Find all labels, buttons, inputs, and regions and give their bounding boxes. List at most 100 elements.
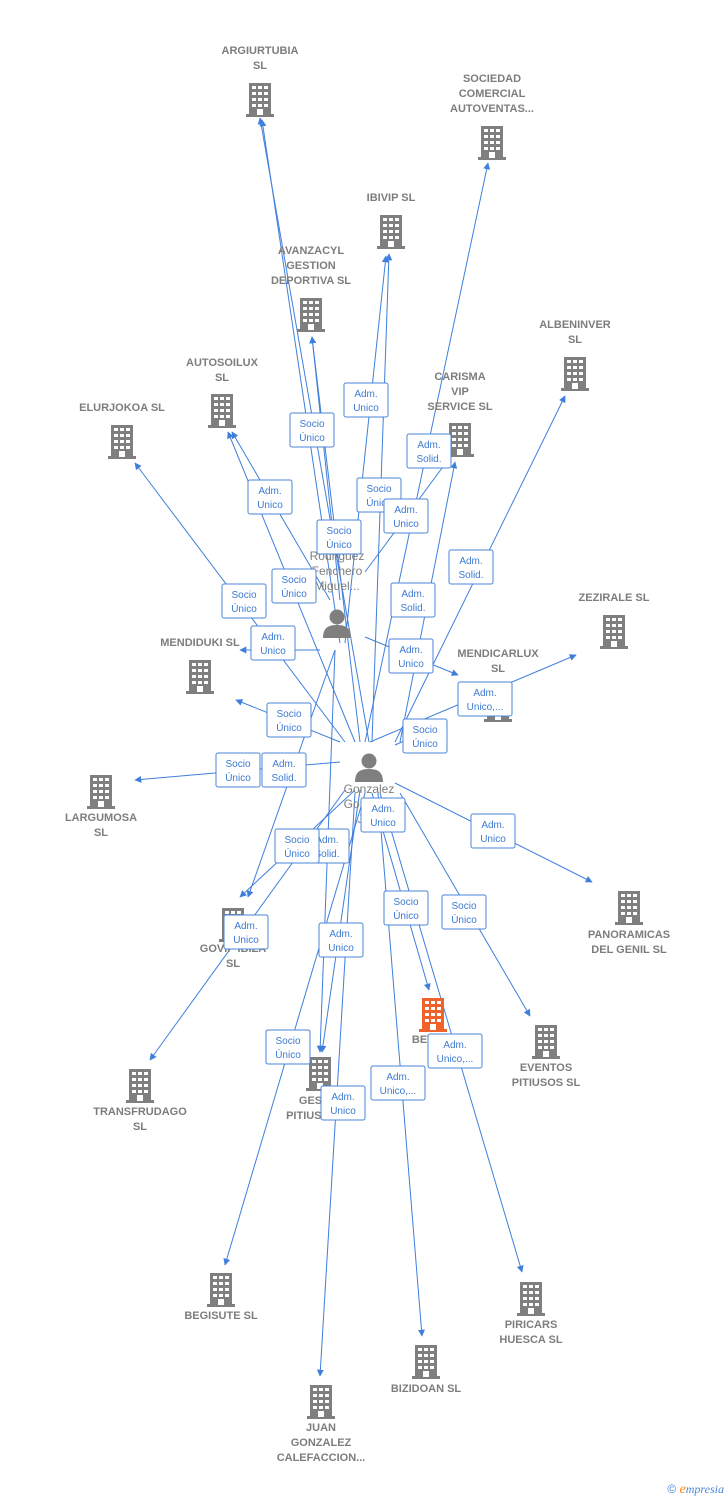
building-icon (517, 1282, 545, 1316)
relation-text: Adm. (401, 589, 424, 600)
building-icon (126, 1069, 154, 1103)
company-name: SOCIEDAD (463, 73, 521, 85)
company-name: EVENTOS (520, 1062, 572, 1074)
brand-name: mpresia (685, 1482, 724, 1496)
company-name: MENDICARLUX (457, 648, 539, 660)
company-name: DEL GENIL SL (591, 944, 667, 956)
relation-text: Socio (276, 709, 301, 720)
relation-text: Solid. (314, 849, 339, 860)
relation-edge (259, 119, 341, 644)
relation-text: Adm. (459, 556, 482, 567)
company-name: VIP (451, 386, 469, 398)
relation-text: Socio (393, 897, 418, 908)
building-icon (208, 394, 236, 428)
relation-text: Unico,... (437, 1054, 474, 1065)
company-name: SL (133, 1121, 147, 1133)
relation-text: Unico (353, 403, 379, 414)
company-name: TRANSFRUDAGO (93, 1106, 187, 1118)
relation-text: Solid. (416, 454, 441, 465)
building-icon (207, 1273, 235, 1307)
company-node-albeninver[interactable]: ALBENINVER SL (539, 319, 611, 391)
relation-text: Único (276, 721, 302, 734)
company-node-transfrudago[interactable]: TRANSFRUDAGO SL (93, 1069, 187, 1133)
building-icon (412, 1345, 440, 1379)
edges-layer (134, 117, 593, 1377)
company-name: SL (568, 334, 582, 346)
company-node-mendiduki[interactable]: MENDIDUKI SL (160, 637, 240, 694)
brand-initial: e (679, 1482, 686, 1497)
relation-text: Único (299, 431, 325, 444)
company-node-zezirale[interactable]: ZEZIRALE SL (579, 592, 650, 649)
company-node-begisute[interactable]: BEGISUTE SL (184, 1273, 258, 1322)
company-node-autosoilux[interactable]: AUTOSOILUX SL (186, 357, 259, 428)
company-node-mendicarlux[interactable]: MENDICARLUX SL (457, 648, 539, 722)
company-node-ibivip[interactable]: IBIVIP SL (367, 192, 416, 249)
person-name: Miguel... (314, 579, 359, 593)
relation-label: Adm. Unico (388, 638, 434, 674)
company-name: SL (226, 958, 240, 970)
company-name: GESTION (286, 260, 336, 272)
relation-edge (379, 792, 524, 1273)
relation-label: Adm.Unico (383, 498, 429, 534)
company-node-juan[interactable]: JUANGONZALEZCALEFACCION... (277, 1385, 366, 1464)
building-icon (108, 425, 136, 459)
building-icon (615, 891, 643, 925)
company-name: AUTOVENTAS... (450, 103, 534, 115)
relation-text: Socio (284, 835, 309, 846)
building-icon (561, 357, 589, 391)
relation-text: Socio (275, 1036, 300, 1047)
relation-text: Unico (328, 943, 354, 954)
building-icon (87, 775, 115, 809)
relation-text: Solid. (400, 603, 425, 614)
relation-text: Adm. (261, 632, 284, 643)
relation-label: Adm.Unico (343, 382, 389, 418)
relation-text: Adm. (443, 1040, 466, 1051)
relation-label: Adm.Unico,... (370, 1065, 426, 1101)
company-node-bizidoan[interactable]: BIZIDOAN SL (391, 1345, 462, 1395)
building-icon (186, 660, 214, 694)
company-name: ZEZIRALE SL (579, 592, 650, 604)
relation-text: Único (412, 737, 438, 750)
company-name: ALBENINVER (539, 319, 611, 331)
relation-text: Adm. (399, 645, 422, 656)
company-name: SL (491, 663, 505, 675)
relation-label: Adm. Solid. (406, 433, 452, 469)
building-icon (419, 998, 447, 1032)
relation-text: Adm. (417, 440, 440, 451)
company-node-elurjokoa[interactable]: ELURJOKOA SL (79, 402, 165, 459)
relation-text: Solid. (271, 773, 296, 784)
company-node-sociedad[interactable]: SOCIEDAD COMERCIAL AUTOVENTAS... (450, 73, 534, 160)
company-name: COMERCIAL (459, 88, 526, 100)
relation-label: Adm. Solid. (448, 549, 494, 585)
relation-text: Único (281, 587, 307, 600)
company-name: ELURJOKOA SL (79, 402, 165, 414)
company-name: SL (215, 372, 229, 384)
relation-text: Socio (231, 590, 256, 601)
company-name: SL (94, 827, 108, 839)
relation-text: Unico (393, 519, 419, 530)
brand-footer: © empresia (667, 1482, 724, 1498)
building-icon (246, 83, 274, 117)
relation-text: Único (231, 602, 257, 615)
company-name: CALEFACCION... (277, 1452, 366, 1464)
relation-text: Adm. (331, 1092, 354, 1103)
relation-text: Unico (260, 646, 286, 657)
relation-text: Único (225, 771, 251, 784)
company-name: AUTOSOILUX (186, 357, 259, 369)
relation-text: Unico (398, 659, 424, 670)
relation-text: Solid. (458, 570, 483, 581)
